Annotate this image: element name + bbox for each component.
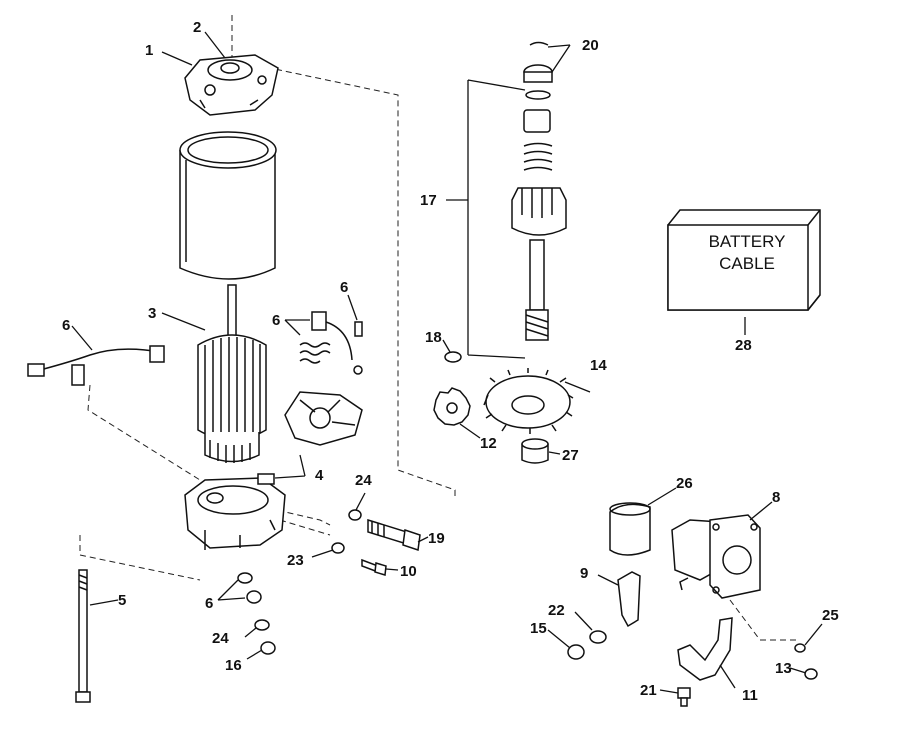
callout-6-spring: 6 <box>272 312 280 329</box>
callout-leaders <box>71 31 823 694</box>
battery-cable-box-part-28: BATTERY CABLE <box>667 209 821 311</box>
callout-2: 2 <box>193 19 201 36</box>
wire-lead-part-6 <box>27 345 165 386</box>
brush-plate <box>284 391 363 446</box>
motor-frame-housing <box>179 131 277 280</box>
bolt-part-19 <box>367 518 421 551</box>
callout-24-upper: 24 <box>355 472 372 489</box>
brush-spring-part-6 <box>299 311 363 375</box>
ring-gear-part-14 <box>483 368 574 434</box>
callout-1: 1 <box>145 42 153 59</box>
callout-27: 27 <box>562 447 579 464</box>
callout-24-lower: 24 <box>212 630 229 647</box>
callout-21: 21 <box>640 682 657 699</box>
callout-11: 11 <box>742 687 758 704</box>
callout-10: 10 <box>400 563 417 580</box>
callout-25: 25 <box>822 607 839 624</box>
callout-6-wire: 6 <box>62 317 70 334</box>
strap-part-11 <box>677 617 733 681</box>
box-label-line-2: CABLE <box>719 254 775 273</box>
callout-16: 16 <box>225 657 242 674</box>
callout-labels: 1 2 3 4 5 6 6 6 6 8 9 10 11 12 13 14 15 … <box>62 19 839 704</box>
callout-15: 15 <box>530 620 547 637</box>
callout-13: 13 <box>775 660 792 677</box>
callout-9: 9 <box>580 565 588 582</box>
callout-12: 12 <box>480 435 497 452</box>
callout-14: 14 <box>590 357 607 374</box>
callout-26: 26 <box>676 475 693 492</box>
callout-5: 5 <box>118 592 126 609</box>
callout-23: 23 <box>287 552 304 569</box>
callout-4: 4 <box>315 467 324 484</box>
callout-20: 20 <box>582 37 599 54</box>
callout-3: 3 <box>148 305 156 322</box>
drive-assembly-part-17 <box>511 41 567 341</box>
callout-8: 8 <box>772 489 780 506</box>
end-cap-part-4 <box>184 473 286 550</box>
small-hardware-lower-left <box>237 509 362 655</box>
solenoid-part-8 <box>671 514 761 599</box>
washer-part-18 <box>444 351 462 363</box>
small-hardware-lower-right <box>677 643 818 707</box>
assembly-guide-lines <box>79 15 800 641</box>
bracket-part-9 <box>617 571 641 628</box>
nut-washer-parts-15-22 <box>567 630 607 660</box>
screw-part-10 <box>361 558 387 576</box>
callout-28: 28 <box>735 337 752 354</box>
bushing-part-27 <box>521 438 549 464</box>
sleeve-part-26 <box>609 502 651 556</box>
pinion-gear-part-12 <box>433 387 471 426</box>
callout-6-nut: 6 <box>205 595 213 612</box>
callout-17: 17 <box>420 192 437 209</box>
armature-part-3 <box>197 284 267 463</box>
callout-18: 18 <box>425 329 442 346</box>
callout-19: 19 <box>428 530 445 547</box>
through-bolt-part-5 <box>75 569 91 703</box>
box-label-line-1: BATTERY <box>709 232 786 251</box>
end-cap-part-1 <box>184 54 279 116</box>
callout-6-screw: 6 <box>340 279 348 296</box>
callout-22: 22 <box>548 602 565 619</box>
